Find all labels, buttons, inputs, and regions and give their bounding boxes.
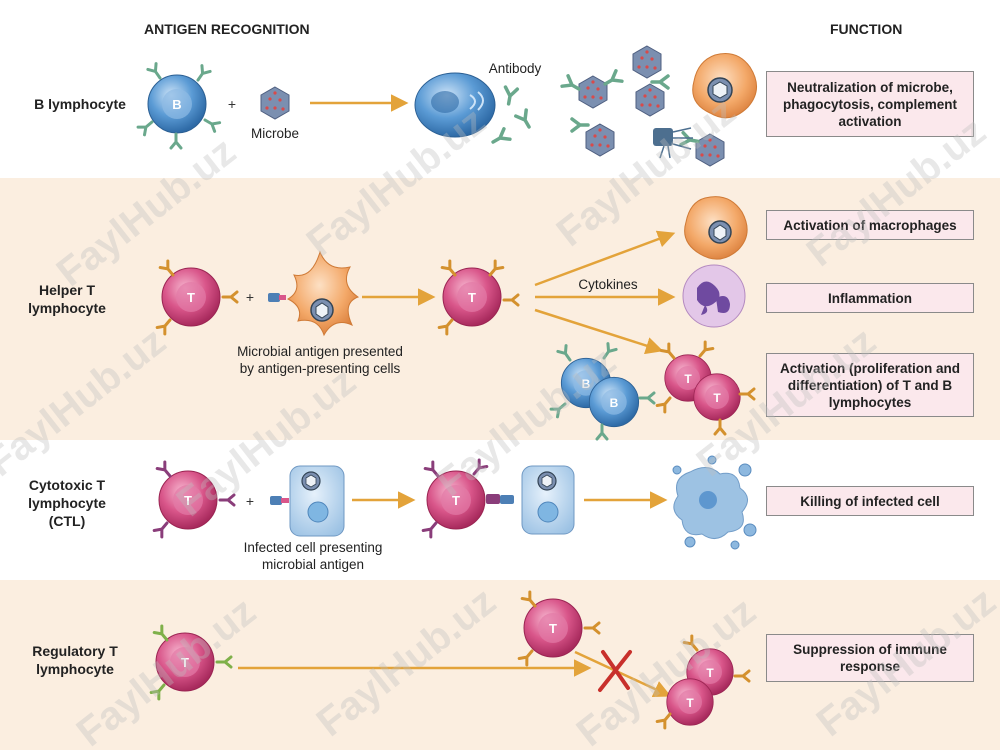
infected-caption-line1: Infected cell presenting — [244, 540, 383, 555]
proliferating-b-cells: B B — [549, 342, 656, 441]
row-label-helper-t: Helper T lymphocyte — [28, 282, 106, 316]
function-box-inflammation: Inflammation — [766, 283, 974, 313]
activated-macrophage — [684, 196, 748, 260]
infected-caption-line2: microbial antigen — [262, 557, 364, 572]
b-letter-1: B — [582, 377, 591, 391]
apc-caption-line1: Microbial antigen presented — [237, 344, 403, 359]
header-function: FUNCTION — [830, 21, 903, 37]
reg-arrow-blocked — [574, 650, 672, 698]
helper-arrow-macrophage — [534, 230, 676, 287]
helper-t-cell: T — [155, 259, 239, 336]
b-letter-2: B — [610, 396, 619, 410]
helper-arrow-activation — [534, 308, 664, 355]
function-box-lymphocyte-activation: Activation (proliferation and differenti… — [766, 353, 974, 417]
ctl-bound-letter: T — [452, 493, 460, 508]
function-box-killing: Killing of infected cell — [766, 486, 974, 516]
row-label-ctl: Cytotoxic T lymphocyte (CTL) — [28, 477, 106, 529]
infected-cell — [270, 465, 345, 537]
activated-helper-letter: T — [468, 290, 476, 305]
helper-row-plus: + — [246, 289, 254, 305]
row-label-b-lymphocyte: B lymphocyte — [34, 96, 126, 112]
suppressed-letter-1: T — [706, 666, 714, 680]
antibody-icons — [488, 85, 536, 149]
t-letter-2: T — [713, 391, 721, 405]
ctl-letter: T — [184, 493, 192, 508]
dying-infected-cell — [672, 455, 757, 550]
regulatory-t-cell: T — [149, 624, 233, 701]
cytokines-label: Cytokines — [578, 277, 638, 292]
proliferating-t-cells: T T — [655, 340, 756, 436]
reg-letter: T — [181, 655, 189, 670]
b-cell-letter: B — [172, 97, 181, 112]
b-row-plus: + — [228, 96, 236, 112]
ctl-cell: T — [152, 460, 236, 539]
b-cell: B — [136, 62, 222, 150]
block-x-icon — [598, 650, 632, 692]
plasma-cell — [414, 72, 496, 138]
neutrophil — [682, 264, 746, 328]
row-label-regulatory-t: Regulatory T lymphocyte — [32, 643, 118, 677]
suppressed-letter-2: T — [686, 696, 694, 710]
header-antigen-recognition: ANTIGEN RECOGNITION — [144, 21, 310, 37]
apc-caption-line2: by antigen-presenting cells — [240, 361, 401, 376]
t-letter-1: T — [684, 372, 692, 386]
ctl-bound-infected-cell: T — [421, 458, 575, 539]
antibody-label: Antibody — [489, 61, 542, 76]
antigen-presenting-cell — [268, 250, 360, 337]
complement-icon — [653, 127, 693, 159]
function-box-macrophage-activation: Activation of macrophages — [766, 210, 974, 240]
suppressed-t-cells: T T — [655, 634, 751, 730]
function-box-suppression: Suppression of immune response — [766, 634, 974, 682]
microbe-label: Microbe — [251, 126, 299, 141]
helper-t-letter: T — [187, 290, 195, 305]
microbe-icon — [260, 86, 290, 120]
function-box-neutralization: Neutralization of microbe, phagocytosis,… — [766, 71, 974, 137]
target-t-letter: T — [549, 621, 557, 636]
target-t-cell: T — [517, 590, 601, 667]
activated-helper-t-cell: T — [437, 259, 520, 336]
phagocyte-b-row — [692, 53, 757, 119]
ctl-row-plus: + — [246, 493, 254, 509]
